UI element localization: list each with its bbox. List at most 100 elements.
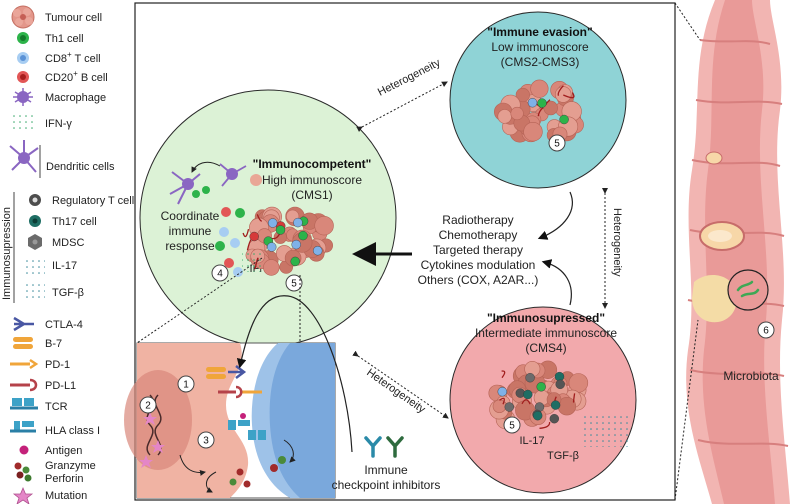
antibody-icons — [364, 436, 404, 458]
therapy-4: Others (COX, A2AR...) — [418, 273, 539, 287]
legend-ctla4: CTLA-4 — [45, 319, 83, 331]
main-frame — [134, 2, 676, 501]
immune-evasion-circle: "Immune evasion" Low immunoscore (CMS2-C… — [449, 11, 627, 189]
blood-vessel — [521, 399, 531, 405]
immune-cell — [533, 411, 543, 421]
colon-illustration — [686, 0, 790, 504]
immune-cell — [549, 414, 559, 424]
heterogeneity-label-bottom: Heterogeneity — [364, 367, 427, 416]
tumour-cell — [530, 79, 549, 98]
svg-text:1: 1 — [183, 380, 189, 391]
immune-evasion-title: "Immune evasion" — [487, 25, 592, 39]
tumour-cluster-low — [494, 79, 584, 144]
th1-cell-icon — [17, 32, 29, 44]
immunosupressed-title: "Immunosupressed" — [487, 311, 605, 325]
immunocompetent-title: "Immunocompetent" — [253, 157, 372, 171]
cd8-t-cell-icon — [17, 52, 29, 64]
tumour-cell — [510, 106, 524, 121]
immune-cell — [497, 387, 507, 397]
immunosupressed-line2: (CMS4) — [525, 341, 566, 355]
zoom-line-colon-top — [674, 2, 701, 41]
immune-cell — [559, 114, 569, 125]
coordinate-label-2: immune — [169, 224, 212, 238]
immune-cell — [504, 402, 514, 412]
heterogeneity-arrow-top: Heterogeneity — [356, 57, 448, 132]
immune-cell — [268, 218, 278, 228]
legend-tumour-cell: Tumour cell — [45, 12, 102, 24]
immune-cell — [290, 256, 300, 267]
therapy-list: Radiotherapy Chemotherapy Targeted thera… — [418, 213, 539, 287]
heterogeneity-label-top: Heterogeneity — [376, 57, 443, 99]
immune-cell — [523, 389, 533, 400]
tcr-icon — [10, 398, 38, 410]
immune-cell — [313, 245, 323, 256]
legend-tcr: TCR — [45, 401, 68, 413]
badge-5-pink: 5 — [503, 416, 521, 434]
blood-vessel — [242, 228, 250, 238]
badge-3: 3 — [197, 431, 215, 449]
legend-il17: IL-17 — [52, 260, 77, 272]
il17-label: IL-17 — [519, 435, 544, 447]
blood-vessel — [501, 370, 506, 379]
tumour-cluster-intermediate — [488, 360, 589, 430]
badge-5-green: 5 — [285, 274, 303, 292]
immune-cell — [555, 379, 565, 389]
blood-vessel — [557, 85, 564, 96]
checkpoint-label-1: Immune — [364, 463, 408, 477]
therapy-0: Radiotherapy — [442, 213, 513, 227]
immune-cell — [267, 242, 277, 252]
immunosupressed-line1: Intermediate immunoscore — [475, 326, 617, 340]
immune-cell — [537, 98, 547, 108]
regulatory-t-cell-icon — [29, 194, 41, 206]
supressed-to-therapy-arrow — [541, 259, 572, 306]
legend-regulatory-t-cell: Regulatory T cell — [52, 195, 134, 207]
legend-immunosupression: Immunosupression — [1, 207, 13, 300]
legend-dendritic-cells: Dendritic cells — [46, 161, 115, 173]
ifn-gamma-dots-icon — [12, 113, 34, 133]
tumour-cluster-high — [242, 206, 334, 276]
svg-text:2: 2 — [145, 401, 151, 412]
legend-th17-cell: Th17 cell — [52, 216, 97, 228]
svg-text:5: 5 — [291, 279, 297, 290]
immune-cell — [291, 239, 301, 250]
tumour-cell — [543, 100, 558, 116]
dendritic-cells-icon — [9, 140, 39, 173]
blood-vessel — [499, 397, 505, 405]
immune-evasion-line2: (CMS2-CMS3) — [501, 55, 580, 69]
granzyme-perforin-icon — [14, 462, 32, 482]
svg-text:5: 5 — [509, 421, 515, 432]
legend-antigen: Antigen — [45, 445, 82, 457]
legend-cd8-t-cell: CD8+ T cell — [45, 50, 101, 65]
immune-cell — [550, 400, 561, 410]
badge-5-teal: 5 — [548, 134, 566, 152]
blood-vessel — [256, 214, 263, 222]
mdsc-icon — [28, 234, 42, 250]
zoom-line-left — [136, 257, 263, 344]
blood-vessel — [537, 107, 544, 117]
evasion-to-therapy-arrow — [537, 191, 573, 240]
legend-cd20-b-cell: CD20+ B cell — [45, 69, 108, 84]
pdl1-icon — [10, 378, 38, 392]
hla-class-1-icon — [10, 421, 36, 433]
microbiota-label: Microbiota — [723, 369, 779, 383]
legend-granzyme: Granzyme — [45, 460, 96, 472]
badge-4: 4 — [211, 264, 229, 282]
therapy-3: Cytokines modulation — [421, 258, 536, 272]
tumour-cell — [263, 259, 280, 276]
therapy-1: Chemotherapy — [439, 228, 518, 242]
legend-hla-class-1: HLA class I — [45, 425, 100, 437]
svg-text:6: 6 — [763, 326, 769, 337]
legend-mdsc: MDSC — [52, 237, 84, 249]
pd1-icon — [10, 358, 39, 370]
tgf-beta-dots-icon — [25, 282, 45, 300]
immune-cell — [536, 382, 546, 392]
blood-vessel — [563, 92, 575, 99]
coordinate-label-3: response — [165, 239, 215, 253]
heterogeneity-arrow-right: Heterogeneity — [602, 188, 623, 309]
cytokine-dots — [584, 415, 630, 447]
heterogeneity-arrow-bottom: Heterogeneity — [352, 350, 449, 419]
legend-perforin: Perforin — [45, 473, 84, 485]
macrophage-icon — [13, 88, 33, 106]
immune-cell — [293, 217, 303, 228]
badge-1: 1 — [177, 375, 195, 393]
